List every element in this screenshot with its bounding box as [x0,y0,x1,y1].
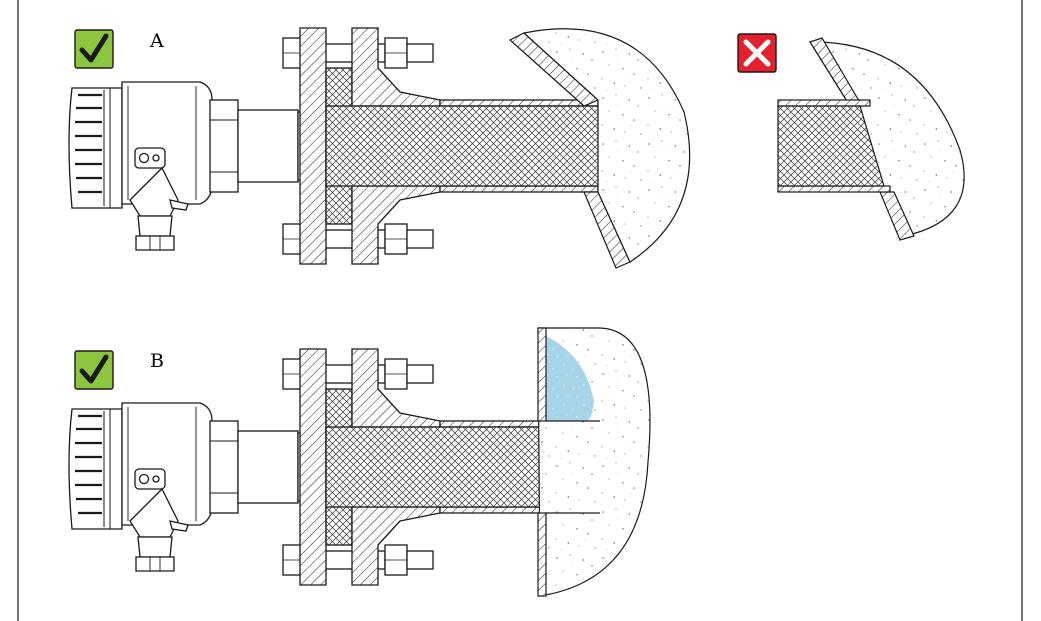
assembly-b [67,347,602,587]
check-icon [74,29,114,69]
tank-wall-lower-b [537,512,547,597]
assembly-a [67,26,602,266]
bulk-material-a [522,28,691,263]
check-icon [74,350,114,390]
cross-icon [737,33,777,73]
incorrect-installation [777,37,965,241]
liquid-fill-b [546,336,594,421]
label-a: A [150,30,164,52]
label-b: B [150,350,164,372]
tank-wall-upper-b [537,327,547,422]
